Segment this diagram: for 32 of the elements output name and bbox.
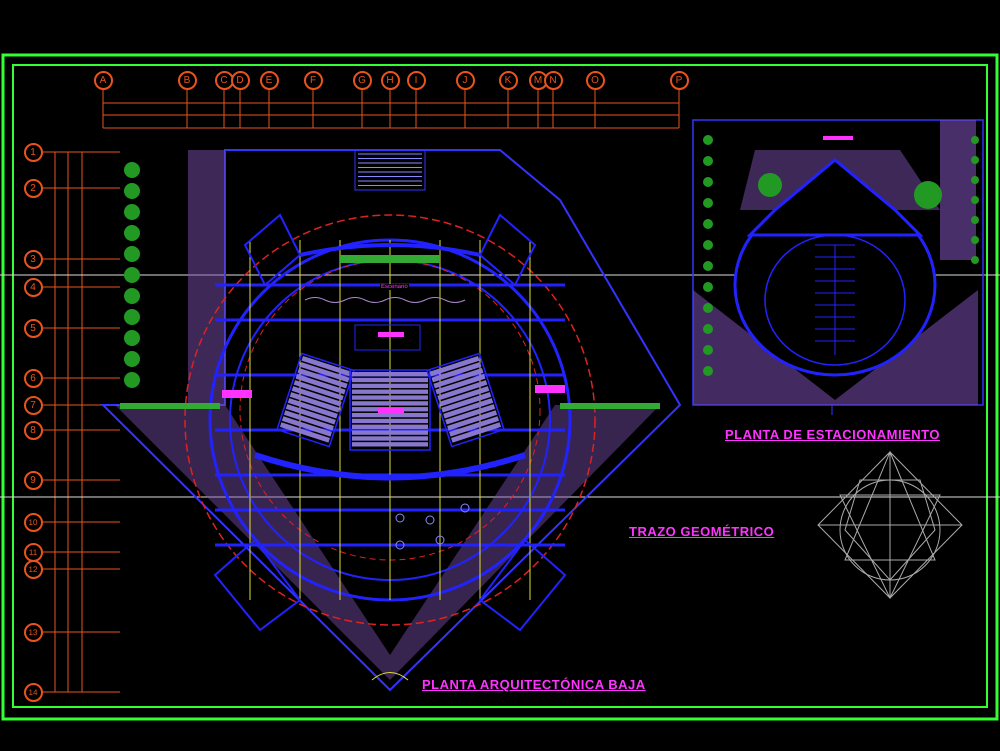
grid-bubble: 5: [24, 318, 42, 338]
grid-bubble: 1: [24, 142, 42, 162]
grid-bubble: P: [670, 70, 688, 90]
grid-bubble: 3: [24, 250, 42, 268]
grid-bubble: 2: [24, 178, 42, 198]
grid-bubble: K: [498, 70, 518, 90]
grid-bubble: 7: [24, 396, 42, 414]
grid-bubble: N: [544, 70, 562, 90]
grid-bubble: H: [380, 70, 400, 90]
grid-bubble: E: [260, 70, 278, 90]
grid-bubble: 10: [24, 512, 42, 532]
grid-bubble: 4: [24, 278, 42, 296]
grid-bubble: G: [352, 70, 372, 90]
grid-bubble: D: [230, 70, 250, 90]
grid-bubble: C: [214, 70, 234, 90]
grid-bubble: B: [178, 70, 196, 90]
plan-title: TRAZO GEOMÉTRICO: [629, 524, 774, 539]
plan-title: PLANTA DE ESTACIONAMIENTO: [725, 427, 940, 442]
grid-bubble: M: [528, 70, 548, 90]
grid-bubble: I: [406, 70, 426, 90]
grid-bubble: 6: [24, 368, 42, 388]
grid-bubble: 13: [24, 622, 42, 642]
grid-bubble: 9: [24, 470, 42, 490]
grid-bubble: F: [304, 70, 322, 90]
grid-bubble: O: [586, 70, 604, 90]
grid-bubble: 8: [24, 420, 42, 440]
plan-title: PLANTA ARQUITECTÓNICA BAJA: [422, 677, 646, 692]
grid-bubble: 14: [24, 682, 42, 702]
grid-bubble: J: [456, 70, 474, 90]
grid-bubble: A: [94, 70, 112, 90]
grid-bubble: 11: [24, 542, 42, 562]
grid-bubble: 12: [24, 560, 42, 578]
